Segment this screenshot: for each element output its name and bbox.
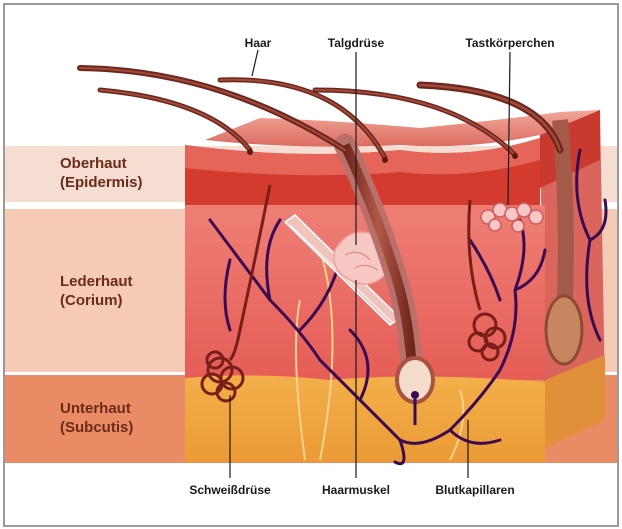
callout-label-tastkoerperchen: Tastkörperchen: [465, 36, 554, 50]
callout-label-talgdruese: Talgdrüse: [328, 36, 384, 50]
callout-label-haarmuskel: Haarmuskel: [322, 483, 390, 497]
callout-label-haar: Haar: [245, 36, 272, 50]
callout-label-schweissdruese: Schweißdrüse: [189, 483, 270, 497]
callout-label-blutkapillaren: Blutkapillaren: [435, 483, 514, 497]
